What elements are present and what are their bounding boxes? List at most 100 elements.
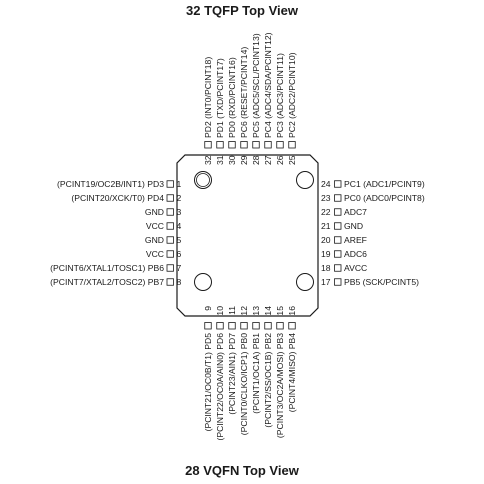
pin-number: 19 [321, 249, 331, 259]
pin-pad [216, 322, 224, 330]
pin-number: 4 [177, 221, 182, 231]
pin1-indicator [194, 171, 212, 189]
pin-label: PC4 (ADC4/SDA/PCINT12) [263, 32, 273, 138]
pin-pad [288, 141, 296, 149]
pin-number: 25 [287, 155, 297, 165]
pin-label: PD1 (TXD/PCINT17) [215, 58, 225, 138]
pin-number: 24 [321, 179, 331, 189]
pin-label: PC6 (RESET/PCINT14) [239, 47, 249, 138]
pin-label: (PCINT3/OC2A/MOSI) PB3 [275, 333, 285, 438]
pin-pad [166, 264, 174, 272]
pin-pad [334, 180, 342, 188]
pin-number: 2 [177, 193, 182, 203]
pin-number: 10 [215, 306, 225, 316]
pin-label: GND [344, 221, 363, 231]
pin-label: GND [145, 207, 164, 217]
pin-label: PD0 (RXD/PCINT16) [227, 57, 237, 138]
pin-label: ADC6 [344, 249, 367, 259]
pin-label: GND [145, 235, 164, 245]
pin-number: 8 [177, 277, 182, 287]
pin-number: 15 [275, 306, 285, 316]
pin-pad [216, 141, 224, 149]
pin-label: (PCINT2/SS/OC1B) PB2 [263, 333, 273, 428]
corner-marker-top-right [296, 171, 314, 189]
pin-pad [166, 236, 174, 244]
pin-label: AREF [344, 235, 367, 245]
pin-pad [166, 278, 174, 286]
pin-pad [204, 141, 212, 149]
pin-pad [204, 322, 212, 330]
pin-number: 14 [263, 306, 273, 316]
pin-pad [240, 141, 248, 149]
pin-number: 22 [321, 207, 331, 217]
pin-label: (PCINT0/CLKO/ICP1) PB0 [239, 333, 249, 435]
pin-label: PC1 (ADC1/PCINT9) [344, 179, 425, 189]
pin-pad [166, 180, 174, 188]
pin-pad [264, 141, 272, 149]
pin-number: 9 [203, 306, 213, 311]
pin-number: 30 [227, 155, 237, 165]
pin-label: VCC [146, 221, 164, 231]
pin-number: 26 [275, 155, 285, 165]
pin-number: 1 [177, 179, 182, 189]
pin-number: 12 [239, 306, 249, 316]
pin-number: 7 [177, 263, 182, 273]
pin-number: 20 [321, 235, 331, 245]
pin-pad [334, 194, 342, 202]
corner-marker-bottom-right [296, 273, 314, 291]
pin-pad [264, 322, 272, 330]
pin-label: AVCC [344, 263, 367, 273]
diagram-title: 32 TQFP Top View [186, 3, 298, 18]
pin-number: 3 [177, 207, 182, 217]
pin-number: 16 [287, 306, 297, 316]
pin-number: 27 [263, 155, 273, 165]
pin-label: (PCINT1/OC1A) PB1 [251, 333, 261, 414]
pin-number: 6 [177, 249, 182, 259]
pin-pad [166, 208, 174, 216]
pin-pad [166, 250, 174, 258]
pin-pad [228, 141, 236, 149]
pin-number: 31 [215, 155, 225, 165]
pin-label: (PCINT19/OC2B/INT1) PD3 [57, 179, 164, 189]
pin-pad [228, 322, 236, 330]
pin-number: 32 [203, 155, 213, 165]
corner-marker-bottom-left [194, 273, 212, 291]
pin-label: ADC7 [344, 207, 367, 217]
pin-pad [288, 322, 296, 330]
pin-number: 11 [227, 306, 237, 315]
pin-label: PD2 (INT0/PCINT18) [203, 57, 213, 138]
pin-number: 23 [321, 193, 331, 203]
pin-number: 13 [251, 306, 261, 316]
pin-pad [276, 322, 284, 330]
pin-label: VCC [146, 249, 164, 259]
diagram-subtitle: 28 VQFN Top View [185, 463, 299, 478]
pin1-indicator-inner [196, 173, 210, 187]
pin-pad [276, 141, 284, 149]
pin-pad [334, 236, 342, 244]
pin-pad [166, 222, 174, 230]
pin-pad [334, 250, 342, 258]
pin-label: (PCINT20/XCK/T0) PD4 [71, 193, 164, 203]
pin-number: 28 [251, 155, 261, 165]
pin-pad [334, 264, 342, 272]
pin-number: 5 [177, 235, 182, 245]
pin-label: PC5 (ADC5/SCL/PCINT13) [251, 33, 261, 138]
pin-label: PC2 (ADC2/PCINT10) [287, 52, 297, 138]
pin-label: (PCINT7/XTAL2/TOSC2) PB7 [50, 277, 164, 287]
pin-pad [334, 222, 342, 230]
pin-number: 18 [321, 263, 331, 273]
pin-label: (PCINT6/XTAL1/TOSC1) PB6 [50, 263, 164, 273]
pin-label: (PCINT4/MISO) PB4 [287, 333, 297, 412]
pin-number: 29 [239, 155, 249, 165]
pin-pad [334, 278, 342, 286]
pin-label: PC3 (ADC3/PCINT11) [275, 53, 285, 138]
pin-number: 21 [321, 221, 331, 231]
pin-pad [252, 322, 260, 330]
pin-label: (PCINT21/OC0B/T1) PD5 [203, 333, 213, 432]
chip-body [176, 154, 319, 317]
pin-number: 17 [321, 277, 331, 287]
pin-label: PB5 (SCK/PCINT5) [344, 277, 419, 287]
pin-label: PC0 (ADC0/PCINT8) [344, 193, 425, 203]
pin-pad [166, 194, 174, 202]
